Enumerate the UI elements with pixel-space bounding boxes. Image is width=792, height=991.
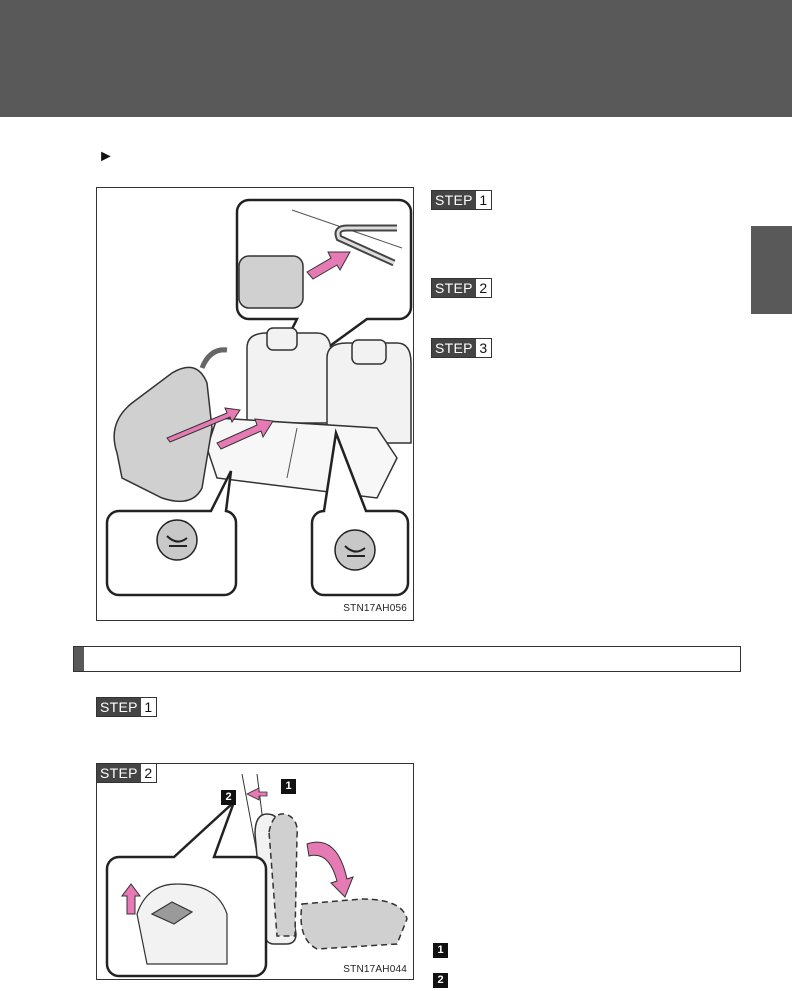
step-number: 1 xyxy=(476,191,491,209)
step-badge-2: STEP 2 xyxy=(431,278,492,298)
section-marker xyxy=(74,647,84,671)
step-word: STEP xyxy=(97,698,141,716)
headrest-right xyxy=(352,340,386,364)
figure-seatback-adjust: STEP 2 1 2 STN17AH044 xyxy=(96,763,414,980)
legend-badge-1: 1 xyxy=(433,943,448,958)
callout-badge-1: 1 xyxy=(281,779,296,794)
arrow-pink-small xyxy=(247,788,267,800)
isofix-illustration xyxy=(97,188,413,620)
step-number: 3 xyxy=(476,339,491,357)
seat-cushion-closeup xyxy=(239,256,303,308)
seat-cushion-ghost xyxy=(301,899,407,949)
isofix-symbol-left-icon xyxy=(157,520,197,560)
step-badge-3: STEP 3 xyxy=(431,338,492,358)
seatback-illustration xyxy=(97,764,413,979)
step-number: 2 xyxy=(476,279,491,297)
bullet-arrow-icon: ► xyxy=(98,148,114,166)
page-header-band xyxy=(0,0,792,117)
step-badge-section-1: STEP 1 xyxy=(96,697,157,717)
child-seat xyxy=(114,367,212,501)
figure-code: STN17AH044 xyxy=(343,964,407,975)
section-heading-bar xyxy=(73,646,741,672)
figure-code: STN17AH056 xyxy=(343,603,407,614)
step-word: STEP xyxy=(432,279,476,297)
step-word: STEP xyxy=(432,339,476,357)
step-number: 1 xyxy=(141,698,156,716)
legend-badge-2: 2 xyxy=(433,973,448,988)
arrow-pink-curved xyxy=(307,842,353,897)
rear-seat-cushion xyxy=(207,418,397,498)
callout-badge-2: 2 xyxy=(221,790,236,805)
isofix-symbol-right-icon xyxy=(335,530,375,570)
chapter-side-tab xyxy=(751,226,792,314)
headrest-left xyxy=(267,328,297,350)
step-badge-1: STEP 1 xyxy=(431,190,492,210)
figure-isofix-anchors: STN17AH056 xyxy=(96,187,414,621)
step-word: STEP xyxy=(432,191,476,209)
